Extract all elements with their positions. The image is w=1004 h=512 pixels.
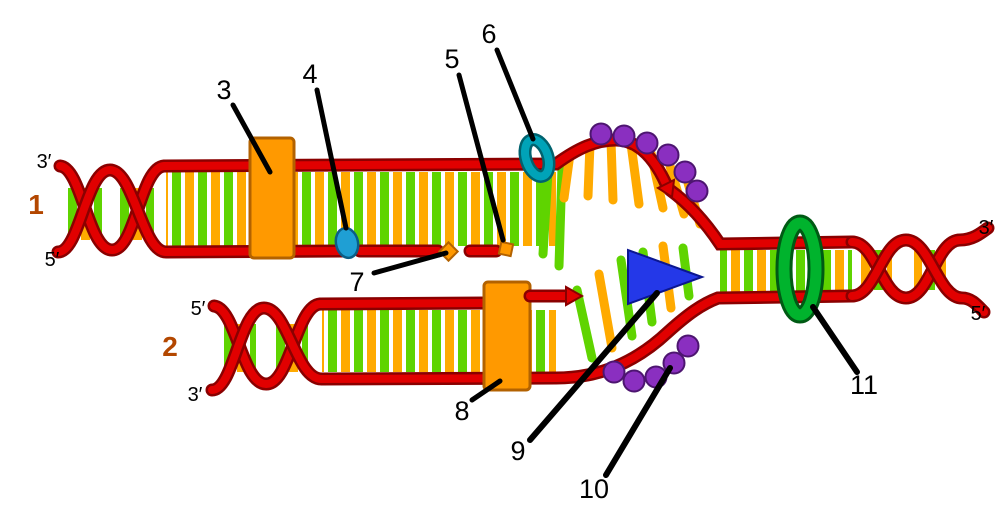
callout-5-label: 5 (444, 44, 459, 74)
top-left-3prime-label: 3′ (37, 151, 52, 173)
pointer-10 (603, 365, 673, 478)
bottom-left-3prime-label: 3′ (188, 384, 203, 406)
strand-end-labels: 3′ 5′ 5′ 3′ 3′ 5′ (37, 151, 994, 406)
enzyme-block-8 (482, 280, 532, 392)
bottom-left-5prime-label: 5′ (191, 298, 206, 320)
right-3prime-label: 3′ (979, 217, 994, 239)
top-left-5prime-label: 5′ (45, 249, 60, 271)
leading-strand-arrow-bottom (530, 285, 585, 307)
pointer-6 (494, 47, 536, 142)
enzyme-block-3 (248, 136, 296, 260)
pointer-4 (314, 87, 349, 231)
unpaired-bases (538, 136, 705, 363)
callout-9-label: 9 (510, 436, 525, 466)
strand-1-label: 1 (28, 189, 44, 220)
callout-8-label: 8 (454, 396, 469, 426)
callout-11-label: 11 (850, 370, 878, 400)
strand-2-label: 2 (162, 331, 178, 362)
callout-4-label: 4 (302, 59, 317, 89)
helicase-wedge-9 (627, 248, 705, 306)
ssb-protein-blobs (589, 122, 709, 393)
pointer-7 (371, 250, 449, 276)
pointer-11 (810, 304, 860, 375)
pointer-8 (469, 378, 503, 403)
callout-3-label: 3 (216, 75, 231, 105)
callout-labels: 1 2 3 4 5 6 7 8 9 10 11 (28, 19, 878, 504)
leading-strand-arrow-top (655, 178, 676, 199)
green-ring-11 (775, 214, 825, 324)
pointer-3 (230, 102, 273, 175)
pointer-9 (527, 290, 660, 443)
callout-7-label: 7 (349, 267, 364, 297)
callout-10-label: 10 (579, 474, 609, 504)
callout-pointer-lines (230, 47, 860, 478)
right-5prime-label: 5′ (971, 303, 986, 325)
callout-6-label: 6 (481, 19, 496, 49)
pointer-5 (456, 72, 506, 243)
